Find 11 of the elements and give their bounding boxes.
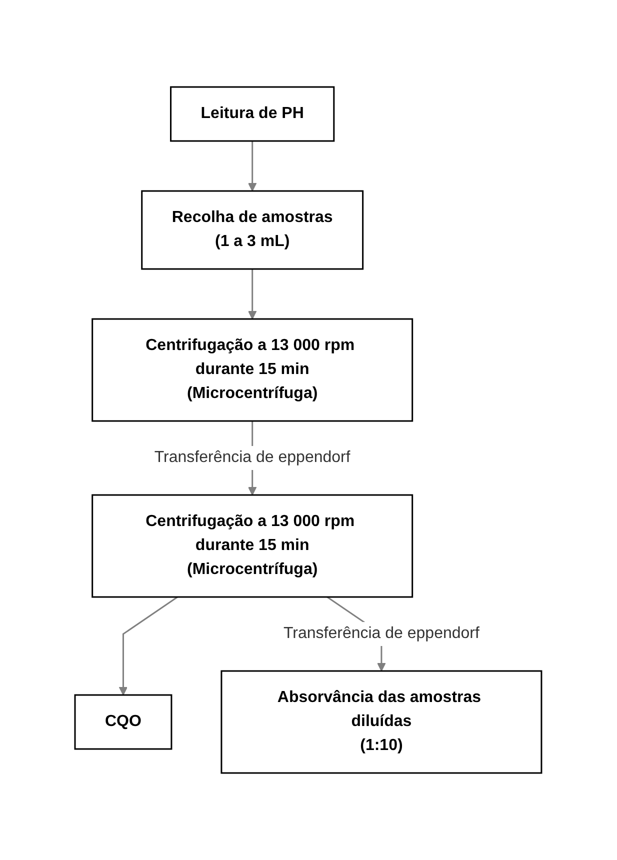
- node-box: Absorvância das amostras diluídas (1:10): [220, 670, 542, 774]
- node-box: CQO: [74, 694, 172, 750]
- arrow: [119, 596, 178, 696]
- arrow: [248, 141, 257, 192]
- node-box: Centrifugação a 13 000 rpm durante 15 min (Microcentrífuga): [92, 318, 414, 422]
- edge-label: Transferência de eppendorf: [284, 625, 480, 642]
- node-box: Recolha de amostras (1 a 3 mL): [141, 190, 364, 270]
- edge-label: Transferência de eppendorf: [154, 449, 351, 466]
- arrow: [248, 269, 257, 320]
- node-box: Centrifugação a 13 000 rpm durante 15 min (Microcentrífuga): [92, 494, 414, 598]
- node-box: Leitura de PH: [170, 86, 335, 142]
